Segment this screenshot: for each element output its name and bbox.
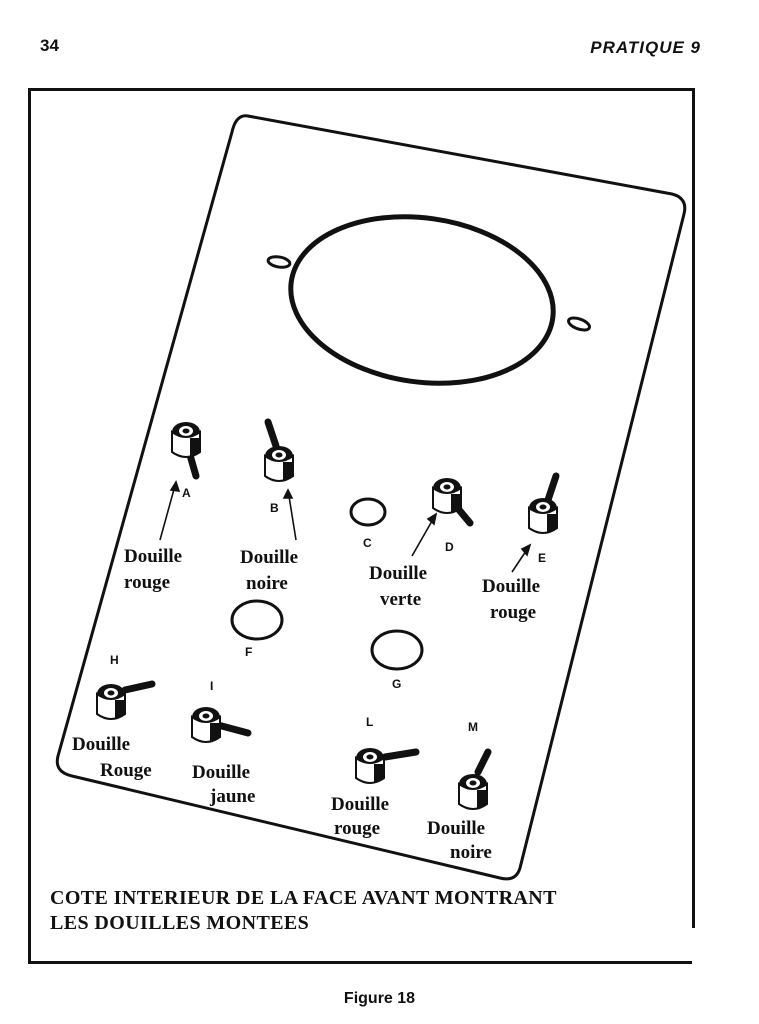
hole-g	[370, 629, 424, 671]
letter-a: A	[182, 486, 191, 500]
caption-line-2: LES DOUILLES MONTEES	[50, 912, 310, 934]
letter-f: F	[245, 645, 252, 659]
jack-l	[355, 747, 420, 784]
label-e: Douille rouge	[482, 576, 540, 623]
letter-b: B	[270, 501, 279, 515]
figure-caption: COTE INTERIEUR DE LA FACE AVANT MONTRANT…	[50, 886, 690, 936]
figure-label: Figure 18	[343, 990, 416, 1007]
svg-text:jaune: jaune	[209, 786, 255, 807]
letter-e: E	[538, 551, 546, 565]
svg-text:rouge: rouge	[124, 572, 170, 593]
svg-text:rouge: rouge	[334, 818, 380, 839]
jack-a	[171, 421, 201, 480]
mounting-slot-right	[567, 316, 591, 332]
letter-m: M	[468, 720, 478, 734]
letter-l: L	[366, 715, 373, 729]
svg-text:Douille: Douille	[369, 563, 427, 584]
jack-b	[264, 418, 294, 482]
svg-text:Douille: Douille	[72, 734, 130, 755]
figure-frame	[28, 88, 695, 964]
letter-c: C	[363, 536, 372, 550]
svg-text:Douille: Douille	[240, 547, 298, 568]
svg-text:noire: noire	[450, 842, 492, 863]
svg-text:Douille: Douille	[124, 546, 182, 567]
svg-text:Douille: Douille	[331, 794, 389, 815]
mounting-slot-left	[266, 255, 292, 269]
svg-text:Douille: Douille	[427, 818, 485, 839]
label-b: Douille noire	[240, 547, 298, 594]
running-head: PRATIQUE 9	[590, 38, 701, 57]
svg-text:Douille: Douille	[482, 576, 540, 597]
jack-h	[96, 680, 156, 720]
label-l: Douille rouge	[331, 794, 389, 839]
svg-text:Douille: Douille	[192, 762, 250, 783]
letter-d: D	[445, 540, 454, 554]
jack-m	[458, 748, 492, 810]
caption-line-1: COTE INTERIEUR DE LA FACE AVANT MONTRANT	[50, 887, 557, 909]
label-h: Douille Rouge	[72, 734, 152, 781]
jack-d	[432, 477, 474, 527]
jack-e	[528, 472, 560, 534]
svg-text:verte: verte	[380, 589, 421, 610]
svg-text:noire: noire	[246, 573, 288, 594]
label-d: Douille verte	[369, 563, 427, 610]
hole-c	[349, 497, 387, 527]
page-number: 34	[40, 36, 59, 55]
leader-lines	[159, 480, 532, 573]
letter-g: G	[392, 677, 401, 691]
letter-i: I	[210, 679, 213, 693]
crt-opening	[288, 214, 556, 386]
svg-text:Rouge: Rouge	[100, 760, 152, 781]
label-i: Douille jaune	[192, 762, 255, 807]
jack-i	[191, 706, 252, 743]
letter-h: H	[110, 653, 119, 667]
hole-f	[230, 599, 284, 641]
label-a: Douille rouge	[124, 546, 182, 593]
svg-text:rouge: rouge	[490, 602, 536, 623]
label-m: Douille noire	[427, 818, 492, 863]
